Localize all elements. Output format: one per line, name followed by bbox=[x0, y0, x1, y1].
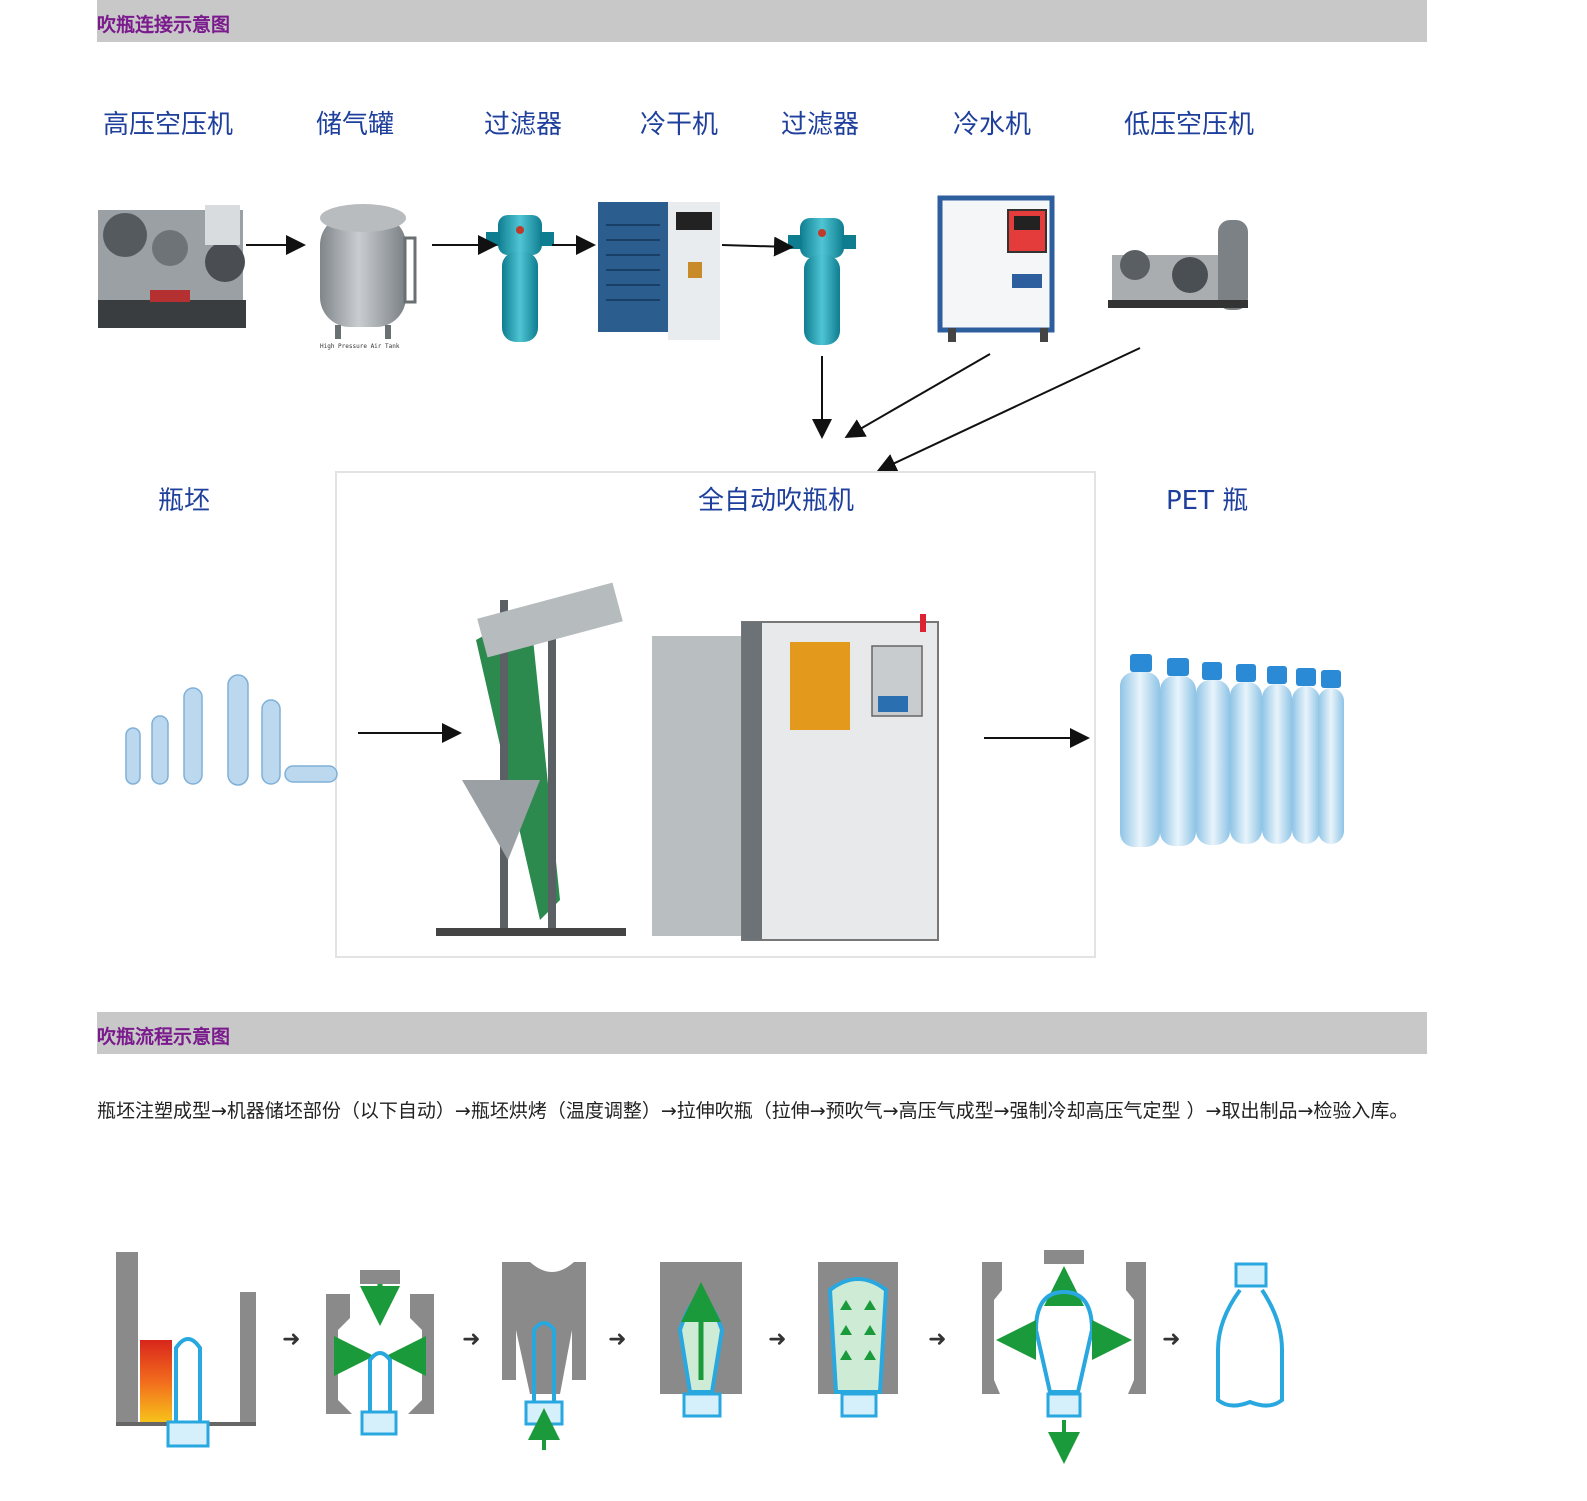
filter-1-image bbox=[486, 215, 554, 342]
arrow-chiller-to-machine bbox=[844, 353, 991, 439]
arrow-4 bbox=[721, 236, 794, 257]
step-arrow-6: ➜ bbox=[1162, 1327, 1180, 1352]
low-pressure-compressor-image bbox=[1108, 220, 1248, 310]
machine-frame bbox=[335, 471, 1096, 958]
section-title: 吹瓶流程示意图 bbox=[97, 1026, 231, 1048]
label-air-dryer: 冷干机 bbox=[640, 110, 719, 140]
process-description: 瓶坯注塑成型→机器储坯部份（以下自动）→瓶坯烘烤（温度调整）→拉伸吹瓶（拉伸→预… bbox=[97, 1100, 1409, 1122]
step-arrow-3: ➜ bbox=[608, 1327, 626, 1352]
step-mold-close bbox=[326, 1270, 434, 1436]
label-high-pressure-compressor: 高压空压机 bbox=[103, 110, 234, 140]
section-title: 吹瓶连接示意图 bbox=[97, 14, 231, 36]
step-pre-blow bbox=[660, 1262, 742, 1418]
step-arrow-5: ➜ bbox=[928, 1327, 946, 1352]
step-high-pressure-blow bbox=[818, 1262, 898, 1418]
step-arrow-1: ➜ bbox=[282, 1327, 300, 1352]
air-tank-image: High Pressure Air Tank bbox=[320, 204, 417, 350]
air-dryer-image bbox=[598, 202, 720, 340]
label-preform: 瓶坯 bbox=[158, 486, 211, 516]
label-pet-bottle: PET 瓶 bbox=[1166, 486, 1249, 516]
label-chiller: 冷水机 bbox=[953, 110, 1032, 140]
tank-caption: High Pressure Air Tank bbox=[320, 343, 400, 350]
label-blow-molding-machine: 全自动吹瓶机 bbox=[698, 486, 855, 516]
chiller-image bbox=[937, 195, 1055, 342]
pet-bottles-image bbox=[1120, 654, 1344, 847]
high-pressure-compressor-image bbox=[98, 205, 246, 328]
blow-molding-machine-image bbox=[436, 582, 939, 941]
step-finished-bottle bbox=[1216, 1262, 1284, 1408]
label-low-pressure-compressor: 低压空压机 bbox=[1124, 110, 1255, 140]
step-heating bbox=[116, 1252, 256, 1448]
step-arrow-4: ➜ bbox=[768, 1327, 786, 1352]
step-mold-open bbox=[982, 1250, 1146, 1464]
section-header-process: 吹瓶流程示意图 bbox=[97, 1012, 1427, 1054]
filter-2-image bbox=[788, 218, 856, 345]
label-filter-1: 过滤器 bbox=[484, 110, 563, 140]
section-header-connection: 吹瓶连接示意图 bbox=[97, 0, 1427, 42]
label-filter-2: 过滤器 bbox=[781, 110, 860, 140]
step-stretch bbox=[502, 1262, 586, 1450]
step-arrow-2: ➜ bbox=[462, 1327, 480, 1352]
preforms-image bbox=[125, 674, 338, 786]
label-air-tank: 储气罐 bbox=[316, 110, 395, 140]
arrow-compressor-to-machine bbox=[876, 347, 1141, 473]
